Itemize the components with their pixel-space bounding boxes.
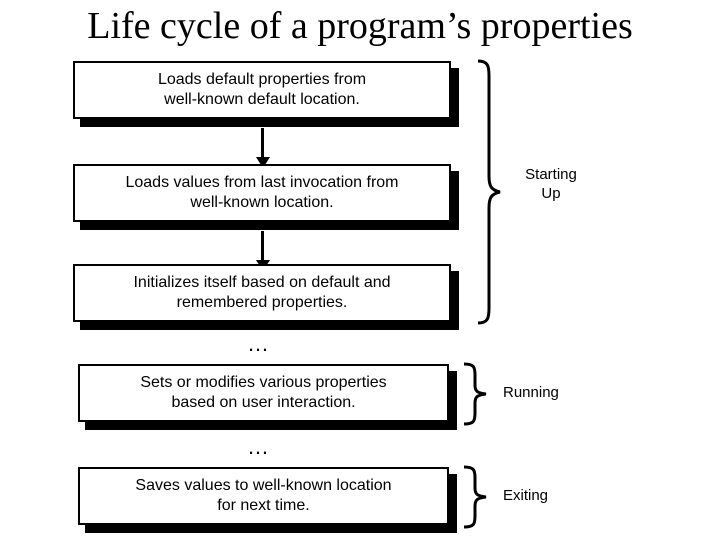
phase-label-line-1: Exiting <box>503 487 549 504</box>
box-shadow-save-values-right <box>448 474 457 533</box>
arrow-down-1 <box>256 128 270 168</box>
process-box-line-1: Initializes itself based on default and <box>133 274 391 291</box>
box-shadow-save-values <box>85 524 456 533</box>
process-box-line-1: Saves values to well-known location <box>135 477 392 494</box>
phase-label-exiting: Exiting <box>503 486 595 505</box>
process-box-load-last-invocation[interactable]: Loads values from last invocation from w… <box>73 164 451 222</box>
box-shadow-modify-properties <box>85 421 456 430</box>
phase-label-starting-up: Starting Up <box>505 165 597 203</box>
process-box-modify-properties[interactable]: Sets or modifies various properties base… <box>78 364 449 422</box>
box-shadow-initialize-right <box>450 271 459 330</box>
box-shadow-load-defaults-right <box>450 68 459 127</box>
process-box-line-2: for next time. <box>217 497 310 514</box>
process-box-line-2: based on user interaction. <box>171 394 356 411</box>
box-shadow-load-defaults <box>80 118 458 127</box>
process-box-line-2: well-known location. <box>190 194 334 211</box>
brace-running <box>463 362 487 426</box>
process-box-save-values[interactable]: Saves values to well-known location for … <box>78 467 449 525</box>
phase-label-line-2: Up <box>541 185 561 202</box>
brace-exiting <box>463 465 487 529</box>
box-shadow-modify-properties-right <box>448 371 457 430</box>
process-box-line-1: Sets or modifies various properties <box>140 374 387 391</box>
phase-label-line-1: Starting <box>525 166 577 183</box>
phase-label-line-1: Running <box>503 384 559 401</box>
page-title: Life cycle of a program’s properties <box>87 5 633 47</box>
process-box-line-2: remembered properties. <box>176 294 348 311</box>
box-shadow-load-last-invocation-right <box>450 171 459 230</box>
box-shadow-initialize <box>80 321 458 330</box>
phase-label-running: Running <box>503 383 595 402</box>
process-box-initialize[interactable]: Initializes itself based on default and … <box>73 264 451 322</box>
box-shadow-load-last-invocation <box>80 221 458 230</box>
process-box-line-1: Loads values from last invocation from <box>125 174 399 191</box>
process-box-line-2: well-known default location. <box>164 91 360 108</box>
brace-starting-up <box>477 59 501 325</box>
separator-ellipsis-2: … <box>247 434 271 459</box>
separator-ellipsis-1: … <box>247 331 271 356</box>
process-box-line-1: Loads default properties from <box>157 71 367 88</box>
process-box-load-defaults[interactable]: Loads default properties from well-known… <box>73 61 451 119</box>
